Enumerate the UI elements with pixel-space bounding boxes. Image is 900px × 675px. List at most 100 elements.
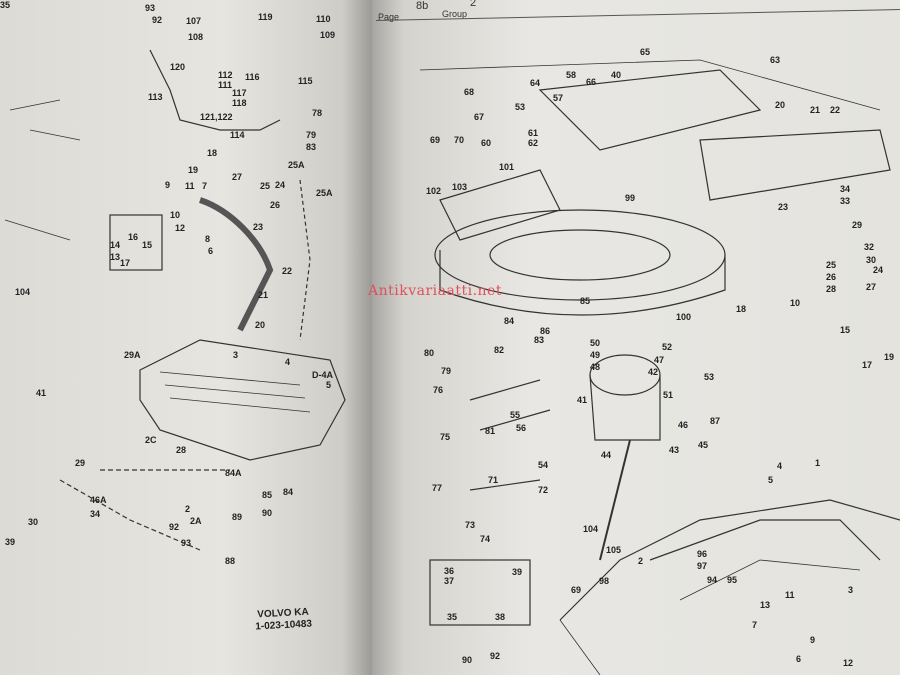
throttle-link — [599, 439, 631, 561]
right-part-number: 76 — [433, 385, 444, 395]
air-intake-hose — [439, 169, 561, 241]
right-part-number: 65 — [640, 47, 651, 57]
left-part-number: 16 — [128, 232, 139, 242]
right-part-number: 48 — [590, 362, 601, 372]
right-part-number: 77 — [432, 483, 443, 493]
left-part-number: 30 — [28, 517, 39, 527]
left-part-number: 85 — [262, 490, 273, 500]
right-part-number: 30 — [866, 255, 877, 265]
left-part-number: 78 — [312, 108, 323, 118]
left-part-number: 117 — [232, 88, 247, 98]
fuel-line — [59, 469, 230, 551]
left-part-number: 109 — [320, 30, 336, 40]
right-part-number: 27 — [866, 282, 877, 292]
right-part-number: 94 — [707, 575, 718, 585]
right-part-number: 19 — [884, 352, 895, 362]
left-part-number: 11 — [185, 181, 195, 191]
left-part-number: 18 — [207, 148, 218, 158]
left-part-number: 7 — [202, 181, 208, 191]
left-part-number: 25A — [316, 188, 333, 198]
right-part-number: 73 — [465, 520, 476, 530]
left-part-number: 14 — [110, 240, 121, 250]
right-part-number: 99 — [625, 193, 636, 203]
right-part-number: 71 — [488, 475, 499, 485]
right-part-number: 17 — [862, 360, 873, 370]
left-part-number: 2A — [190, 516, 202, 526]
right-part-number: 15 — [840, 325, 851, 335]
right-part-number: 18 — [736, 304, 747, 314]
left-part-number: 92 — [152, 15, 163, 25]
right-part-number: 42 — [648, 367, 659, 377]
left-part-number: 23 — [253, 222, 264, 232]
right-part-number: 69 — [571, 585, 582, 595]
catalog-page-left — [0, 0, 372, 675]
left-part-number: 83 — [306, 142, 317, 152]
right-part-number: 87 — [710, 416, 721, 426]
right-part-number: 7 — [752, 620, 758, 630]
left-part-number: 25A — [288, 160, 305, 170]
diagram-caption: VOLVO KA 1-023-10483 — [254, 607, 312, 634]
right-part-number: 83 — [534, 335, 545, 345]
right-part-number: 61 — [528, 128, 539, 138]
left-part-number: 2C — [145, 435, 157, 445]
right-part-number: 86 — [540, 326, 551, 336]
right-part-number: 44 — [601, 450, 612, 460]
left-part-number: 34 — [90, 509, 101, 519]
left-part-number: 21 — [258, 290, 269, 300]
left-part-number: 110 — [316, 14, 331, 24]
left-part-number: 12 — [175, 223, 186, 233]
right-part-number: 84 — [504, 316, 515, 326]
right-part-number: 102 — [426, 186, 442, 196]
throttle-housing-body — [589, 374, 661, 441]
right-part-number: 25 — [826, 260, 837, 270]
left-part-number: D-4A — [312, 370, 334, 380]
left-part-number: 26 — [270, 200, 281, 210]
right-part-number: 54 — [538, 460, 549, 470]
right-part-number: 60 — [481, 138, 492, 148]
vent-line — [299, 179, 311, 341]
page-label: Page — [378, 12, 400, 22]
left-part-number: 29A — [124, 350, 141, 360]
right-part-number: 82 — [494, 345, 505, 355]
left-part-number: 22 — [282, 266, 293, 276]
right-part-number: 79 — [441, 366, 452, 376]
right-part-number: 5 — [768, 475, 774, 485]
left-part-number: 8 — [205, 234, 211, 244]
left-part-number: 27 — [232, 172, 243, 182]
left-part-number: 121,122 — [200, 112, 233, 122]
watermark: Antikvariaatti.net — [368, 283, 502, 299]
right-part-number: 29 — [852, 220, 863, 230]
right-part-number: 53 — [515, 102, 526, 112]
left-part-number: 84 — [283, 487, 294, 497]
right-part-number: 64 — [530, 78, 541, 88]
left-part-number: 25 — [260, 181, 271, 191]
left-part-number: 113 — [148, 92, 163, 102]
fuel-tank — [139, 339, 346, 461]
left-part-number: 84A — [225, 468, 242, 478]
left-part-number: 3 — [233, 350, 239, 360]
inset-box-bottom — [429, 559, 531, 626]
left-part-number: 104 — [15, 287, 31, 297]
group-label: Group — [442, 9, 468, 19]
right-part-number: 35 — [447, 612, 458, 622]
right-part-number: 38 — [495, 612, 506, 622]
right-part-number: 26 — [826, 272, 837, 282]
left-part-number: 9 — [165, 180, 171, 190]
right-part-number: 21 — [810, 105, 821, 115]
right-part-number: 72 — [538, 485, 549, 495]
right-part-number: 51 — [663, 390, 674, 400]
right-part-number: 43 — [669, 445, 680, 455]
left-part-number: 79 — [306, 130, 317, 140]
fuel-tank-ribs — [159, 371, 311, 413]
car-outline — [559, 499, 900, 621]
right-part-number: 101 — [499, 162, 515, 172]
right-part-number: 28 — [826, 284, 837, 294]
left-part-number: 29 — [75, 458, 86, 468]
right-part-number: 45 — [698, 440, 709, 450]
left-part-number: 88 — [225, 556, 236, 566]
right-part-number: 62 — [528, 138, 539, 148]
right-part-number: 20 — [775, 100, 786, 110]
left-part-number: 112 — [218, 70, 233, 80]
right-part-number: 10 — [790, 298, 801, 308]
